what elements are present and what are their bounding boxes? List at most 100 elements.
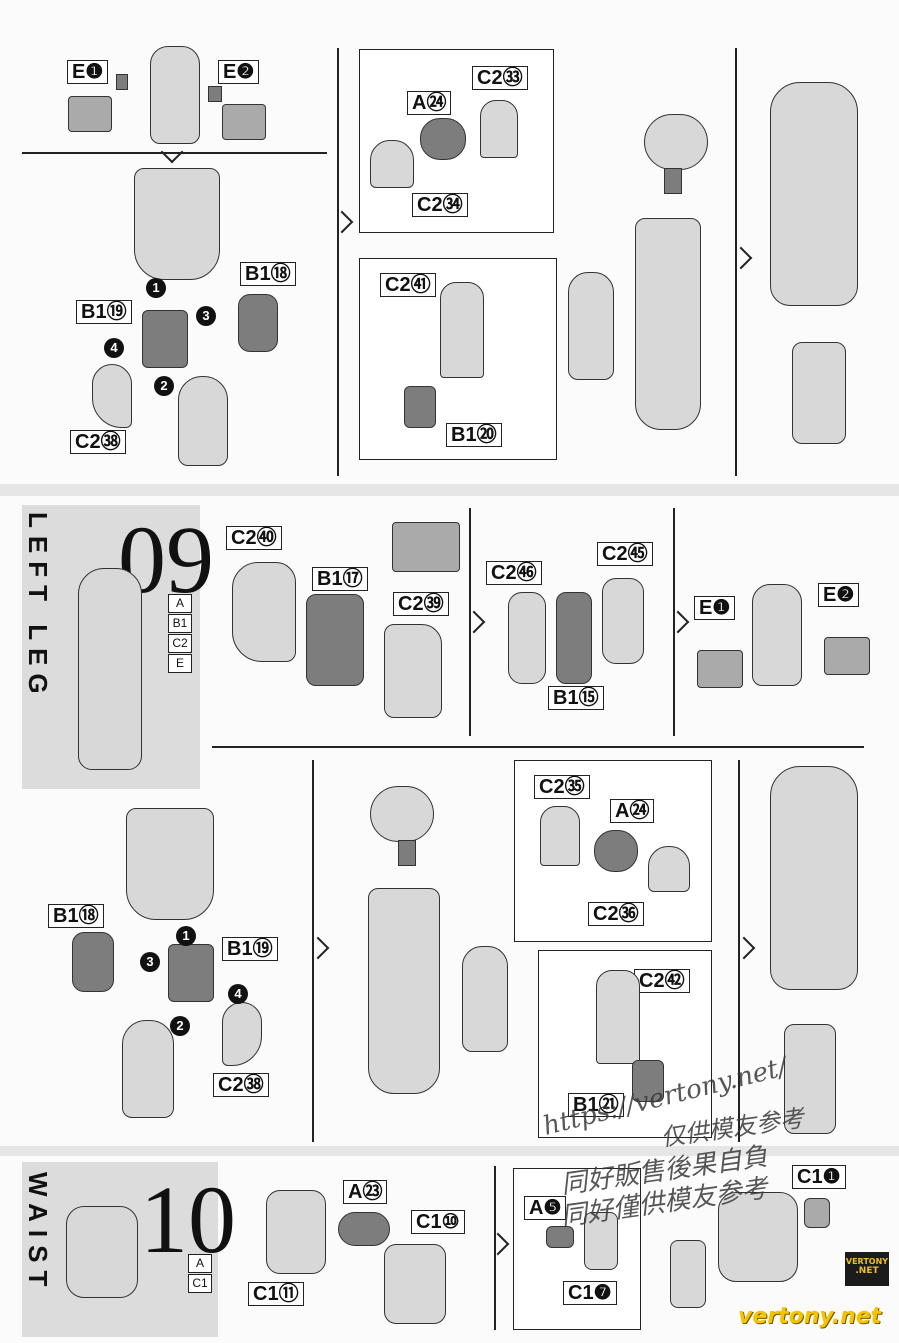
peg-part: [398, 840, 416, 866]
step-10-number: 10: [140, 1166, 236, 1273]
part-label-b118: B1⑱: [48, 904, 104, 928]
part-label-c17: C1❼: [563, 1281, 617, 1305]
part-label-c245: C2㊺: [597, 542, 653, 566]
flow-chevron: [732, 936, 756, 960]
knee-frame-part: [306, 594, 364, 686]
knee-joint-part: [72, 932, 114, 992]
divider: [469, 508, 471, 736]
flow-chevron: [160, 140, 184, 164]
part-label-c242: C2㊷: [634, 969, 690, 993]
order-marker-2: 2: [154, 376, 174, 396]
thigh-armor-part: [126, 808, 214, 920]
flow-chevron: [486, 1232, 510, 1256]
step-10-title: WAIST: [23, 1172, 53, 1295]
part-label-e1: E❶: [67, 60, 109, 84]
calf-armor-assembly: [568, 272, 614, 380]
part-label-c238: C2㊳: [70, 430, 126, 454]
divider: [212, 746, 864, 748]
peg-part: [664, 168, 682, 194]
part-label-c110: C1⑩: [411, 1210, 465, 1234]
order-marker-4: 4: [228, 984, 248, 1004]
part-label-c240: C2㊵: [226, 526, 282, 550]
step-09-title: LEFT LEG: [23, 512, 53, 702]
step-separator: [0, 1146, 899, 1156]
joint-cap-part: [648, 846, 690, 892]
order-marker-2: 2: [170, 1016, 190, 1036]
sticker-e1: [697, 650, 743, 688]
joint-frame-part: [480, 100, 518, 158]
divider: [494, 1166, 496, 1330]
finished-leg: [770, 766, 858, 990]
ball-joint-assembly: [370, 786, 434, 842]
part-label-c234: C2㉞: [412, 193, 468, 217]
part-label-a23: A㉓: [343, 1180, 388, 1204]
waist-joint-part: [338, 1212, 390, 1246]
knee-armor-part: [232, 562, 296, 662]
part-label-c238: C2㊳: [213, 1073, 269, 1097]
knee-joint-part: [238, 294, 278, 352]
calf-peg-part: [404, 386, 436, 428]
sticker-e1: [68, 96, 112, 132]
lower-leg-part: [752, 584, 802, 686]
flow-chevron: [666, 610, 690, 634]
thigh-armor-part: [134, 168, 220, 280]
order-marker-4: 4: [104, 338, 124, 358]
part-label-a24: A㉔: [610, 799, 655, 823]
part-label-b118: B1⑱: [240, 262, 296, 286]
side-skirt-assembly: [670, 1240, 706, 1308]
shin-frame-part: [556, 592, 592, 684]
ball-joint-assembly: [644, 114, 708, 170]
small-part: [116, 74, 128, 90]
part-label-b1x: B1㉑: [568, 1093, 624, 1117]
knee-cover-part: [384, 624, 442, 718]
flow-chevron: [729, 246, 753, 270]
logo-line1: VERTONY: [845, 1257, 889, 1266]
runner-e: E: [168, 654, 192, 673]
part-label-a24: A㉔: [407, 91, 452, 115]
foot-part: [784, 1024, 836, 1134]
knee-cover-part: [92, 364, 132, 428]
knee-frame-part: [142, 310, 188, 368]
runner-b1: B1: [168, 614, 192, 633]
sticker-e2: [824, 637, 870, 675]
part-label-c233: C2㉝: [472, 66, 528, 90]
part-label-c241: C2㊶: [380, 273, 436, 297]
part-label-c235: C2㉟: [534, 775, 590, 799]
ball-joint-part: [420, 118, 466, 160]
runner-a: A: [168, 594, 192, 613]
divider: [738, 760, 740, 1142]
knee-frame-part: [168, 944, 214, 1002]
part-label-b115: B1⑮: [548, 686, 604, 710]
lower-leg-part: [150, 46, 200, 144]
small-part: [208, 86, 222, 102]
order-marker-1: 1: [176, 926, 196, 946]
step-separator: [0, 484, 899, 496]
flow-chevron: [462, 610, 486, 634]
divider: [673, 508, 675, 736]
divider: [337, 48, 339, 476]
detail-callout: [392, 522, 460, 572]
part-label-e2: E❷: [818, 583, 860, 607]
divider: [312, 760, 314, 1142]
side-skirt-part: [584, 1212, 618, 1270]
knee-cover-part: [222, 1002, 262, 1066]
leg-assembly: [368, 888, 440, 1094]
joint-frame-part: [540, 806, 580, 866]
step-10-preview-waist: [66, 1206, 138, 1298]
runner-c1: C1: [188, 1274, 212, 1293]
foot-part: [792, 342, 846, 444]
waist-assembly: [718, 1192, 798, 1282]
part-label-c11: C1❶: [792, 1165, 846, 1189]
order-marker-3: 3: [140, 952, 160, 972]
order-marker-1: 1: [146, 278, 166, 298]
calf-armor-assembly: [462, 946, 508, 1052]
part-label-c246: C2㊻: [486, 561, 542, 585]
step-09-preview-leg: [78, 568, 142, 770]
waist-back-part: [384, 1244, 446, 1324]
sticker-e2: [222, 104, 266, 140]
shin-back-part: [602, 578, 644, 664]
calf-armor-part: [440, 282, 484, 378]
part-label-a5: A❺: [524, 1196, 567, 1220]
part-label-b117: B1⑰: [312, 567, 368, 591]
